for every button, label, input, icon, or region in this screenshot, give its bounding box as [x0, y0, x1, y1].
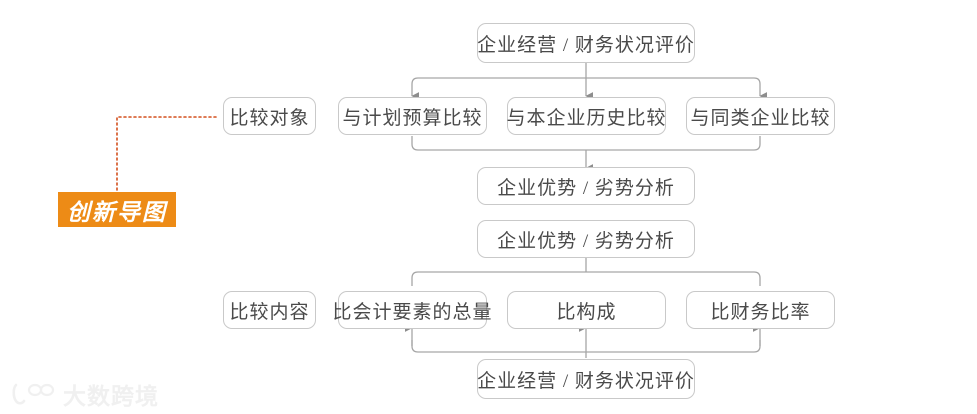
node-compare-content-text: 比较内容 [229, 301, 310, 323]
innovation-mindmap-badge: 创新导图 [58, 192, 176, 227]
node-content-ratio[interactable]: 比财务比率 [686, 291, 835, 329]
brand-logo-icon [12, 383, 55, 405]
watermark: 大数跨境 [10, 377, 159, 411]
node-analysis-lower-label: 企业优势 / 劣势分析 [497, 230, 675, 252]
node-content-ratio-label: 比财务比率 [710, 301, 811, 323]
node-compare-history-label: 与本企业历史比较 [506, 107, 667, 129]
node-content-structure-label: 比构成 [556, 301, 617, 323]
node-compare-history[interactable]: 与本企业历史比较 [507, 97, 666, 135]
node-content-total-label: 比会计要素的总量 [332, 301, 493, 323]
node-analysis-lower[interactable]: 企业优势 / 劣势分析 [477, 220, 695, 258]
node-compare-plan[interactable]: 与计划预算比较 [338, 97, 487, 135]
node-compare-content-label[interactable]: 比较内容 [223, 291, 316, 329]
node-analysis-upper[interactable]: 企业优势 / 劣势分析 [477, 167, 695, 205]
node-top-eval[interactable]: 企业经营 / 财务状况评价 [477, 23, 695, 63]
badge-label: 创新导图 [67, 199, 167, 226]
node-compare-peer-label: 与同类企业比较 [690, 107, 831, 129]
node-compare-plan-label: 与计划预算比较 [342, 107, 483, 129]
node-compare-object-label[interactable]: 比较对象 [223, 97, 316, 135]
node-content-structure[interactable]: 比构成 [507, 291, 666, 329]
node-bottom-eval[interactable]: 企业经营 / 财务状况评价 [477, 359, 695, 399]
node-analysis-upper-label: 企业优势 / 劣势分析 [497, 177, 675, 199]
node-top-eval-label: 企业经营 / 财务状况评价 [477, 34, 695, 56]
node-content-total[interactable]: 比会计要素的总量 [333, 291, 492, 329]
node-compare-object-text: 比较对象 [229, 107, 310, 129]
watermark-text: 大数跨境 [63, 384, 159, 410]
node-compare-peer[interactable]: 与同类企业比较 [686, 97, 835, 135]
node-bottom-eval-label: 企业经营 / 财务状况评价 [477, 370, 695, 392]
